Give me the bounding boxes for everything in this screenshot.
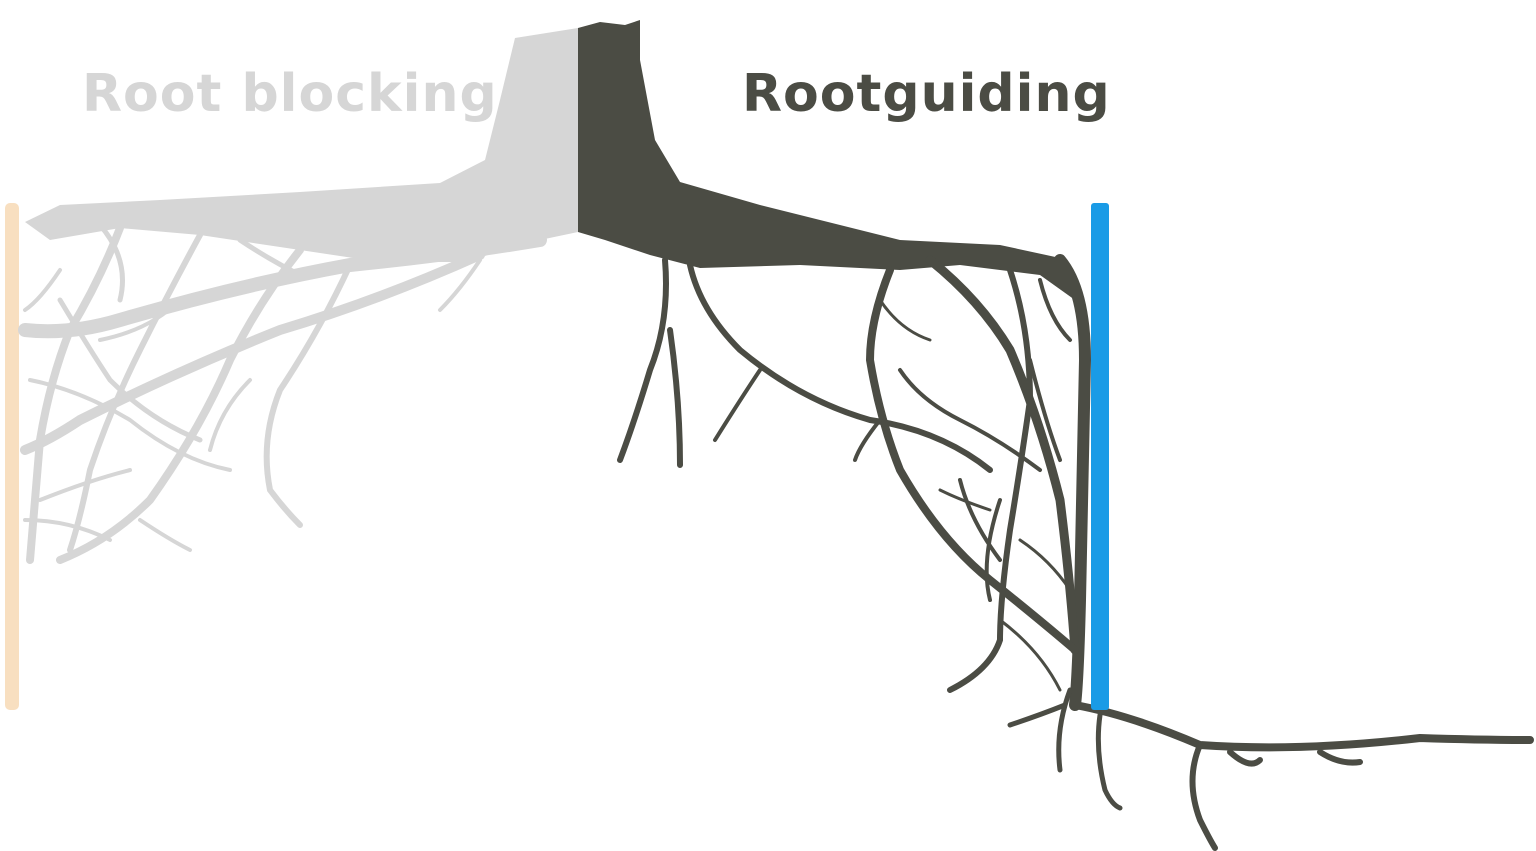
root-blocking-barrier	[5, 203, 19, 710]
root-blocking-label: Root blocking	[82, 64, 498, 124]
rootguiding-barrier	[1091, 203, 1109, 710]
guided-root-system	[578, 20, 1534, 851]
rootguiding-label: Rootguiding	[742, 64, 1111, 124]
blocked-root-system	[18, 28, 578, 564]
